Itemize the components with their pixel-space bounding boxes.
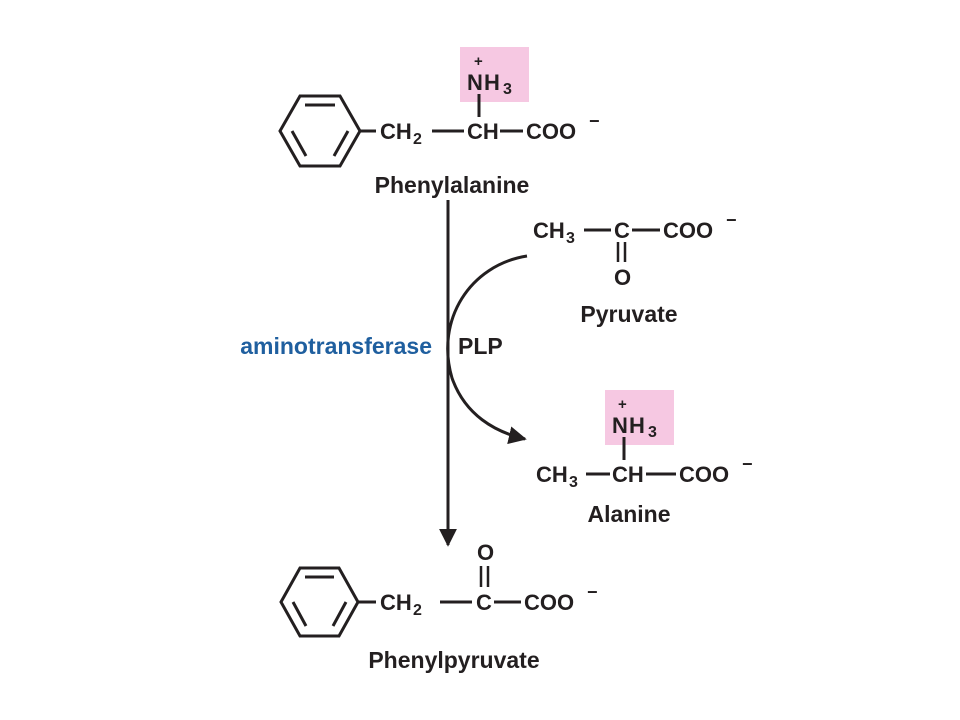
ch2-label: CH	[380, 590, 412, 615]
cofactor-label: PLP	[458, 333, 503, 359]
pyruvate-name: Pyruvate	[580, 301, 677, 327]
subscript: 3	[648, 424, 657, 441]
charge-minus: −	[742, 454, 753, 474]
ch-label: CH	[467, 119, 499, 144]
subscript: 2	[413, 602, 422, 619]
charge-minus: −	[587, 582, 598, 602]
charge-minus: −	[589, 111, 600, 131]
phenylpyruvate-structure: O CH 2 C COO − Phenylpyruvate	[279, 540, 598, 673]
carbon-label: C	[476, 590, 492, 615]
benzene-inner-bond	[291, 601, 308, 627]
carboxylate-label: COO	[679, 462, 729, 487]
benzene-inner-bond	[331, 601, 348, 627]
oxygen-label: O	[477, 540, 494, 565]
nitrogen-label: N	[612, 413, 628, 438]
amino-group-highlight	[460, 47, 529, 102]
ch2-label: CH	[380, 119, 412, 144]
nitrogen-label: N	[467, 70, 483, 95]
ch3-label: CH	[533, 218, 565, 243]
hydrogen-label: H	[629, 413, 645, 438]
charge-plus: +	[618, 396, 627, 413]
enzyme-label: aminotransferase	[240, 333, 432, 359]
subscript: 2	[413, 131, 422, 148]
benzene-inner-bond	[290, 130, 308, 157]
subscript: 3	[566, 230, 575, 247]
charge-minus: −	[726, 210, 737, 230]
benzene-inner-bond	[332, 130, 350, 157]
oxygen-label: O	[614, 265, 631, 290]
carboxylate-label: COO	[526, 119, 576, 144]
charge-plus: +	[474, 53, 483, 70]
alanine-name: Alanine	[587, 501, 670, 527]
ch3-label: CH	[536, 462, 568, 487]
reaction-arrows	[439, 200, 528, 547]
curved-cosubstrate-arrow	[446, 254, 528, 445]
carboxylate-label: COO	[524, 590, 574, 615]
subscript: 3	[569, 474, 578, 491]
hydrogen-label: H	[484, 70, 500, 95]
carboxylate-label: COO	[663, 218, 713, 243]
phenylalanine-structure: + N H 3 CH 2 CH COO − Phenylalanine	[278, 47, 600, 198]
phenylalanine-name: Phenylalanine	[375, 172, 530, 198]
ch-label: CH	[612, 462, 644, 487]
amino-group-highlight	[605, 390, 674, 445]
subscript: 3	[503, 81, 512, 98]
carbon-label: C	[614, 218, 630, 243]
alanine-structure: + N H 3 CH 3 CH COO − Alanine	[536, 390, 753, 527]
pyruvate-structure: CH 3 C COO − O Pyruvate	[533, 210, 737, 327]
phenylpyruvate-name: Phenylpyruvate	[368, 647, 539, 673]
